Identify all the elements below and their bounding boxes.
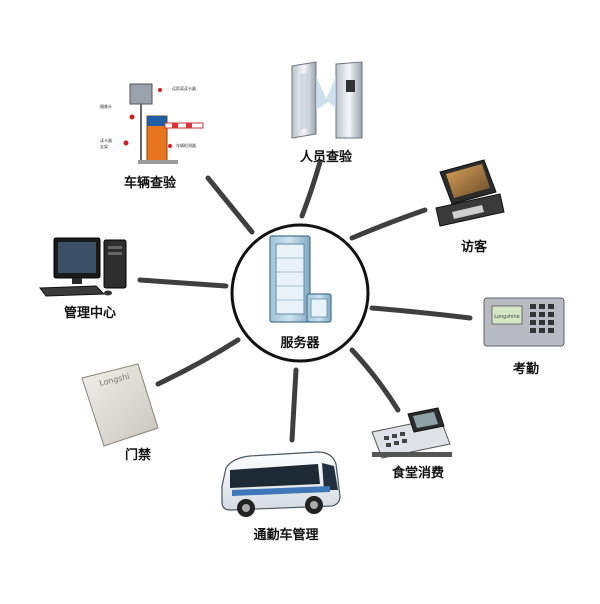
pos-terminal-icon bbox=[371, 407, 452, 459]
bus-icon bbox=[221, 451, 341, 517]
label-visitor: 访客 bbox=[460, 240, 488, 255]
label-access-control: 门禁 bbox=[124, 448, 152, 463]
barrier-gate-icon bbox=[123, 83, 204, 164]
spoke-attendance bbox=[369, 305, 473, 321]
card-reader-icon: Longshi bbox=[81, 363, 159, 447]
label-shuttle: 通勤车管理 bbox=[253, 528, 319, 543]
attendance-terminal-icon: Longshine bbox=[483, 297, 565, 347]
spoke-shuttle bbox=[289, 367, 299, 443]
annotation-vehicle-detector: 车辆检测器 bbox=[176, 143, 196, 148]
spoke-personnel-check bbox=[299, 159, 323, 219]
annotation-long-range-reader: 远距离读卡器 bbox=[172, 86, 196, 91]
spoke-vehicle-check bbox=[205, 175, 255, 235]
label-vehicle-check: 车辆查验 bbox=[123, 176, 177, 191]
spoke-access-control bbox=[155, 337, 241, 387]
attendance-device-text: Longshine bbox=[494, 314, 520, 320]
spoke-management bbox=[137, 277, 229, 289]
annotation-camera: 摄像头 bbox=[100, 104, 112, 109]
label-management: 管理中心 bbox=[63, 306, 117, 321]
annotation-reader-stand: 读卡器 支架 bbox=[100, 138, 112, 149]
server-rack-icon bbox=[269, 235, 332, 323]
visitor-kiosk-icon bbox=[435, 159, 505, 227]
label-center-server: 服务器 bbox=[280, 336, 320, 351]
label-canteen: 食堂消费 bbox=[391, 466, 445, 481]
label-attendance: 考勤 bbox=[512, 362, 540, 377]
server-node bbox=[230, 223, 370, 363]
connection-spokes bbox=[137, 159, 473, 443]
desktop-computer-icon bbox=[39, 237, 127, 297]
spoke-visitor bbox=[349, 207, 428, 241]
turnstile-icon bbox=[291, 61, 363, 139]
spoke-canteen bbox=[349, 347, 401, 413]
label-personnel-check: 人员查验 bbox=[299, 150, 353, 165]
